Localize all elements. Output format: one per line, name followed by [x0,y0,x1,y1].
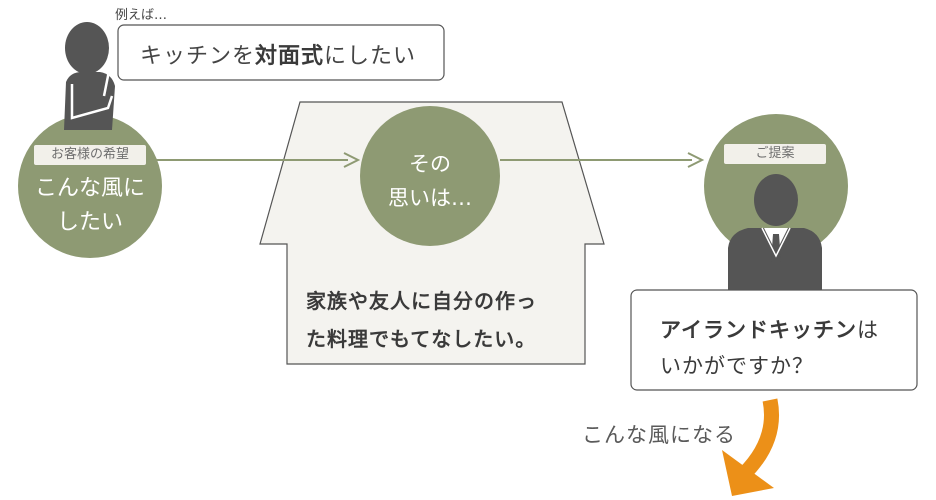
proposal-text: アイランドキッチンは いかがですか？ [660,312,910,384]
thought-line-2: 思いは… [388,186,472,210]
speech-bold: 対面式 [255,44,325,69]
house-line-1: 家族や友人に自分の作っ [306,289,537,313]
proposal-suffix: は [856,318,879,342]
customer-badge: お客様の希望 [34,145,146,165]
customer-text: こんな風に したい [20,172,160,240]
speech-suffix: にしたい [324,44,417,69]
result-arrow [722,398,780,496]
arrow-to-thought [155,152,361,168]
proposal-box [630,289,918,391]
customer-person-icon [64,22,115,130]
proposal-bold: アイランドキッチン [660,318,857,342]
example-label: 例えば… [115,8,168,23]
thought-line-1: その [409,152,451,176]
arrow-to-proposal [500,152,705,168]
customer-line-1: こんな風に [34,176,145,201]
proposal-line-2: いかがですか？ [660,354,814,378]
result-label: こんな風になる [582,423,736,447]
house-line-2: た料理でもてなしたい。 [306,327,537,351]
customer-line-2: したい [56,210,123,235]
thought-circle [360,106,500,246]
proposal-line-1: アイランドキッチンは [660,312,910,348]
speech-bubble [117,24,445,81]
house-text: 家族や友人に自分の作っ た料理でもてなしたい。 [306,282,596,358]
speech-text: キッチンを対面式にしたい [140,38,416,70]
speech-prefix: キッチンを [140,44,256,69]
proposal-badge: ご提案 [724,144,826,164]
staff-person-icon [728,174,822,300]
thought-text: その 思いは… [360,147,500,215]
